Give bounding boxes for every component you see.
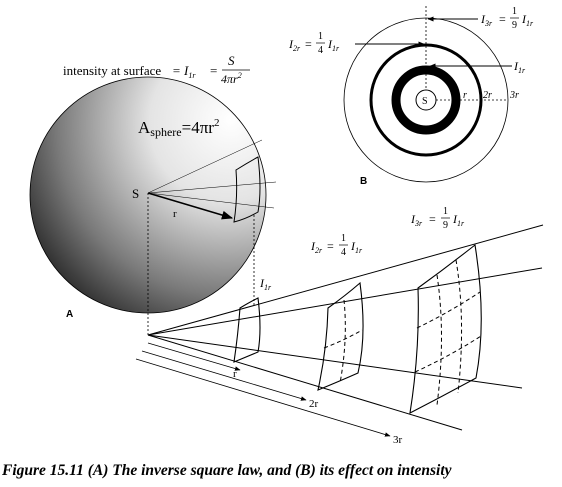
cone-i3r-lhs: I3r — [410, 212, 423, 228]
panel-b-2r-label: 2r — [483, 90, 492, 101]
cone-ray-top — [147, 224, 544, 336]
cone-patch-3r — [409, 243, 482, 414]
panel-b-i3r-rhs: I1r — [521, 12, 534, 28]
cone-i1r-label: I1r — [259, 276, 272, 292]
cone-patch-2r-grid — [323, 299, 363, 384]
panel-b-i3r-lhs: I3r — [480, 12, 493, 28]
panel-b-i2r-rhs: I1r — [327, 37, 340, 53]
surface-rays — [147, 139, 277, 209]
surface-intensity-label: intensity at surface — [63, 63, 161, 78]
panel-b-i3r-eq: = — [499, 12, 506, 26]
cone-patch-1r — [233, 297, 261, 363]
surface-frac-numerator: S — [228, 53, 235, 68]
panel-b-i2r-eq: = — [305, 37, 312, 51]
cone-d3-label: 3r — [393, 434, 403, 446]
distance-arrow-2r — [141, 350, 307, 401]
cone-i3r-num: 1 — [443, 206, 448, 217]
panel-a-letter: A — [66, 309, 73, 320]
cone-i3r-den: 9 — [443, 220, 448, 231]
cone-ray-bottom — [147, 334, 463, 431]
radius-label: r — [173, 208, 177, 220]
radius-arrow — [147, 192, 234, 220]
panel-a: intensity at surface = I1r = S 4πr2 Asph… — [29, 53, 277, 335]
cone-i2r-eq: = — [327, 239, 334, 253]
panel-b: S r 2r 3r I1r I2r = 1 4 I1r I3r = 1 9 — [288, 6, 534, 187]
cone — [135, 224, 544, 437]
panel-b-i1r-label: I1r — [513, 59, 526, 75]
sphere-source-label: S — [132, 186, 139, 201]
cone-d2-label: 2r — [309, 398, 319, 410]
panel-b-source-label: S — [422, 96, 428, 107]
cone-i3r-eq: = — [429, 212, 436, 226]
surface-intensity-symbol: = I1r — [172, 63, 196, 80]
surface-patch — [233, 156, 261, 223]
panel-b-i3r-den: 9 — [512, 20, 517, 31]
distance-arrow-3r — [135, 358, 391, 437]
surface-intensity-equals: = — [210, 63, 217, 78]
panel-b-letter: B — [360, 176, 367, 187]
sphere-area-formula: Asphere=4πr2 — [138, 117, 219, 139]
cone-d1-label: r — [233, 368, 237, 380]
cone-i2r-lhs: I2r — [310, 239, 323, 255]
cone-i2r-num: 1 — [341, 233, 346, 244]
distance-arrow-r — [147, 342, 241, 371]
cone-i2r-den: 4 — [341, 247, 346, 258]
cone-patch-3r-grid — [414, 259, 482, 406]
cone-ray-upper — [147, 267, 543, 336]
panel-b-r-label: r — [463, 90, 467, 101]
panel-b-i2r-lhs: I2r — [288, 37, 301, 53]
surface-frac-denominator: 4πr2 — [221, 71, 242, 86]
panel-b-i2r-num: 1 — [318, 31, 323, 42]
cone-patch-2r — [317, 281, 364, 391]
panel-b-3r-label: 3r — [509, 90, 519, 101]
panel-b-i3r-num: 1 — [512, 6, 517, 17]
panel-b-i2r-den: 4 — [318, 45, 323, 56]
cone-i3r-rhs: I1r — [452, 212, 465, 228]
cone-i2r-rhs: I1r — [350, 239, 363, 255]
figure-caption: Figure 15.11 (A) The inverse square law,… — [2, 462, 452, 479]
